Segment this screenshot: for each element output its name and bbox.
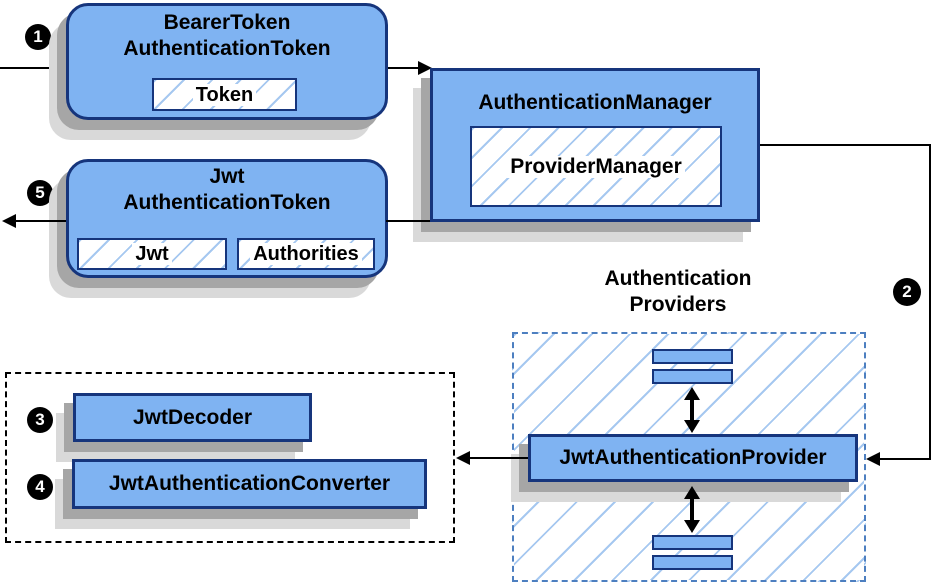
jwt-authentication-provider-label: JwtAuthenticationProvider — [559, 446, 827, 469]
manager-to-provider-line — [878, 458, 930, 460]
manager-out-line-vertical — [929, 144, 931, 460]
other-provider-rect-bottom-1 — [652, 535, 733, 550]
token-field-label: Token — [192, 83, 257, 106]
arrowhead-up-icon — [684, 486, 700, 499]
jwt-token-title: Jwt AuthenticationToken — [66, 164, 388, 216]
jwt-decoder-label: JwtDecoder — [132, 405, 253, 429]
jwt-outgoing-arrowhead — [2, 214, 16, 228]
resolvers-group-box — [5, 372, 455, 543]
manager-to-provider-arrowhead — [866, 452, 880, 466]
bearer-token-title-line2: AuthenticationToken — [123, 37, 331, 60]
arrow-shaft — [690, 397, 694, 423]
jwt-field: Jwt — [77, 238, 227, 270]
other-provider-rect-bottom-2 — [652, 555, 733, 570]
jwt-authentication-converter-node: JwtAuthenticationConverter — [72, 459, 427, 509]
provider-manager-field: ProviderManager — [470, 126, 722, 207]
arrowhead-down-icon — [684, 520, 700, 533]
other-provider-rect-top-2 — [652, 369, 733, 384]
jwt-authentication-provider-node: JwtAuthenticationProvider — [528, 434, 858, 482]
authentication-manager-title: AuthenticationManager — [478, 91, 712, 114]
step-badge-2: 2 — [893, 278, 921, 306]
manager-to-jwt-line — [386, 220, 430, 222]
providers-group-heading: Authentication Providers — [553, 266, 803, 318]
provider-to-resolvers-line — [470, 457, 528, 459]
jwt-outgoing-line — [14, 220, 66, 222]
arrowhead-up-icon — [684, 387, 700, 400]
step-badge-3: 3 — [27, 407, 53, 433]
jwt-token-title-line2: AuthenticationToken — [123, 191, 331, 214]
jwt-token-title-line1: Jwt — [209, 165, 245, 188]
manager-out-line-horizontal — [760, 144, 931, 146]
jwt-field-label: Jwt — [132, 243, 172, 265]
authorities-field-label: Authorities — [250, 243, 362, 265]
step-badge-1: 1 — [25, 24, 51, 50]
incoming-request-line — [0, 67, 66, 69]
authorities-field: Authorities — [237, 238, 375, 270]
jwt-authentication-converter-label: JwtAuthenticationConverter — [108, 472, 391, 495]
bearer-to-manager-arrowhead — [418, 61, 432, 75]
token-field: Token — [152, 78, 297, 111]
other-provider-rect-top-1 — [652, 349, 733, 364]
provider-to-resolvers-arrowhead — [456, 451, 470, 465]
providers-heading-line1: Authentication — [604, 267, 752, 290]
bearer-token-title: BearerToken AuthenticationToken — [66, 10, 388, 62]
bearer-to-manager-line — [388, 67, 420, 69]
step-badge-4: 4 — [27, 474, 53, 500]
provider-link-arrow-bottom — [678, 486, 706, 533]
provider-manager-label: ProviderManager — [507, 155, 685, 178]
arrow-shaft — [690, 496, 694, 523]
jwt-decoder-node: JwtDecoder — [73, 393, 312, 442]
arrowhead-down-icon — [684, 420, 700, 433]
providers-heading-line2: Providers — [629, 293, 727, 316]
provider-link-arrow-top — [678, 387, 706, 433]
bearer-token-title-line1: BearerToken — [163, 11, 291, 34]
step-badge-5: 5 — [27, 180, 53, 206]
